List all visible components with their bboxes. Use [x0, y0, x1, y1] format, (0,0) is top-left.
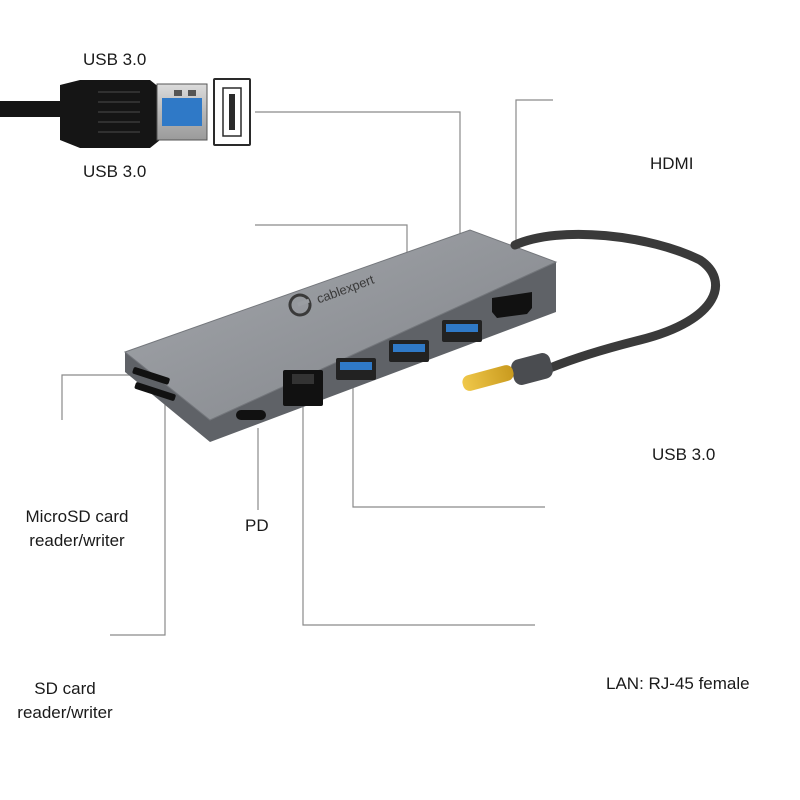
hub-port-usb-c [236, 410, 266, 420]
label-usb-right: USB 3.0 [652, 445, 716, 464]
label-pd: PD [245, 516, 269, 535]
usb-plug-top-1 [0, 80, 208, 148]
leader-lan [302, 403, 535, 626]
label-hdmi: HDMI [650, 154, 694, 173]
label-usb-top-1: USB 3.0 [83, 50, 147, 69]
hub-port-sd-slots [132, 367, 176, 401]
hub-port-usb-a-2 [389, 340, 429, 362]
label-microsd-line1: MicroSD card [25, 507, 129, 526]
hub-port-usb-a-3 [442, 320, 482, 342]
hub-port-hdmi [492, 292, 532, 318]
hub-usb-c-plug [462, 353, 553, 391]
label-sd-line1: SD card [34, 679, 96, 698]
label-microsd-line2: reader/writer [29, 531, 125, 550]
label-lan: LAN: RJ-45 female [606, 674, 750, 693]
hub-port-rj45 [283, 370, 323, 406]
usb-c-hub: cablexpert [123, 229, 720, 442]
leader-hdmi [515, 99, 553, 295]
hub-cable [510, 229, 720, 373]
hub-port-usb-a-1 [336, 358, 376, 380]
leader-sd [110, 398, 166, 636]
leader-microsd [61, 374, 135, 420]
usb-port-icon-top-1 [213, 78, 251, 146]
label-usb-top-2: USB 3.0 [83, 162, 147, 181]
label-sd-line2: reader/writer [17, 703, 113, 722]
leader-usb-right [352, 378, 545, 508]
